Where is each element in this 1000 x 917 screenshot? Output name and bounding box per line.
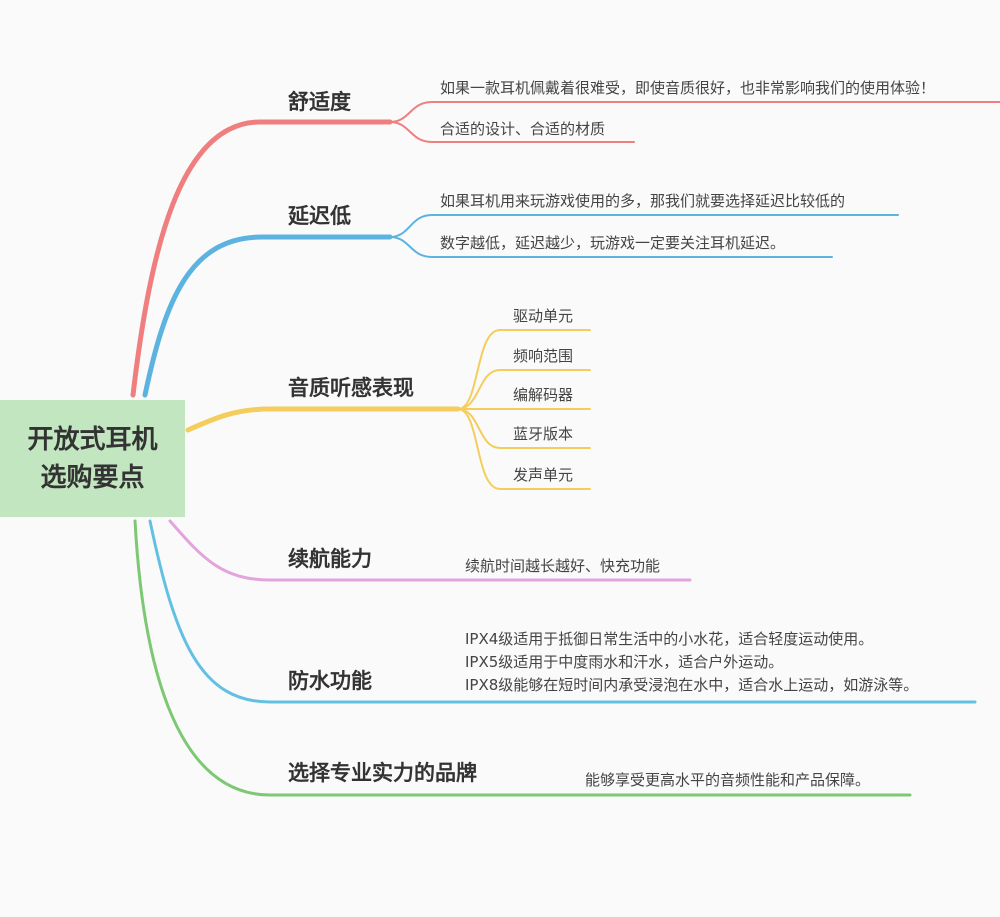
branch-line-battery <box>168 519 692 582</box>
topic-comfort[interactable]: 舒适度 <box>288 90 351 114</box>
branch-line-waterproof <box>148 519 977 704</box>
leaf-waterproof-3[interactable]: IPX8级能够在短时间内承受浸泡在水中，适合水上运动，如游泳等。 <box>465 676 919 694</box>
topic-sound[interactable]: 音质听感表现 <box>288 376 414 400</box>
branch-line-sound <box>185 406 461 433</box>
leaf-sound-1[interactable]: 驱动单元 <box>513 307 574 325</box>
leaf-battery-1[interactable]: 续航时间越长越好、快充功能 <box>465 557 661 575</box>
branch-line-brand <box>133 519 912 797</box>
child-line-sound-4 <box>457 408 591 449</box>
central-topic[interactable]: 开放式耳机选购要点 <box>0 400 185 517</box>
leaf-sound-4[interactable]: 蓝牙版本 <box>513 425 574 443</box>
leaf-waterproof-1[interactable]: IPX4级适用于抵御日常生活中的小水花，适合轻度运动使用。 <box>465 630 874 648</box>
leaf-sound-2[interactable]: 频响范围 <box>513 347 574 365</box>
leaf-comfort-1[interactable]: 如果一款耳机佩戴着很难受，即使音质很好，也非常影响我们的使用体验！ <box>440 79 936 97</box>
child-line-comfort-2 <box>389 121 635 143</box>
topic-waterproof[interactable]: 防水功能 <box>288 669 372 693</box>
leaf-sound-5[interactable]: 发声单元 <box>513 466 574 484</box>
central-topic-line2: 选购要点 <box>40 462 145 493</box>
branch-line-latency <box>142 234 393 398</box>
leaf-waterproof-2[interactable]: IPX5级适用于中度雨水和汗水，适合户外运动。 <box>465 653 784 671</box>
topic-battery[interactable]: 续航能力 <box>288 547 372 571</box>
child-line-comfort-1 <box>389 101 1000 123</box>
child-line-sound-1 <box>457 329 591 410</box>
child-line-sound-2 <box>457 369 591 410</box>
central-topic-line1: 开放式耳机 <box>27 424 158 455</box>
leaf-sound-3[interactable]: 编解码器 <box>513 386 574 404</box>
leaf-latency-2[interactable]: 数字越低，延迟越少，玩游戏一定要关注耳机延迟。 <box>440 234 786 252</box>
child-line-latency-2 <box>389 236 833 258</box>
leaf-latency-1[interactable]: 如果耳机用来玩游戏使用的多，那我们就要选择延迟比较低的 <box>440 192 846 210</box>
leaf-brand-1[interactable]: 能够享受更高水平的音频性能和产品保障。 <box>585 771 871 789</box>
child-line-sound-5 <box>457 408 591 490</box>
branch-line-comfort <box>130 119 393 398</box>
topic-latency[interactable]: 延迟低 <box>288 204 351 228</box>
leaf-comfort-2[interactable]: 合适的设计、合适的材质 <box>440 120 606 138</box>
child-line-latency-1 <box>389 214 899 238</box>
topic-brand[interactable]: 选择专业实力的品牌 <box>288 761 477 785</box>
